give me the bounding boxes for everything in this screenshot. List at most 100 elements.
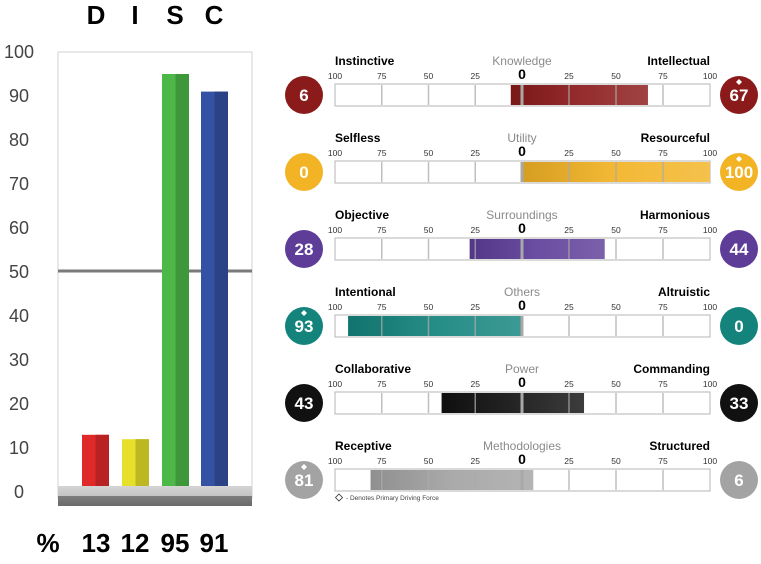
scale-tick-label: 100 xyxy=(328,456,342,466)
legend-note: - Denotes Primary Driving Force xyxy=(334,493,439,502)
y-tick-label: 40 xyxy=(9,306,29,326)
scale-tick-label: 75 xyxy=(377,456,387,466)
scale-tick-label: 50 xyxy=(611,456,621,466)
left-score-circle xyxy=(285,76,323,114)
bar-shade xyxy=(214,91,228,492)
right-pole-label: Altruistic xyxy=(658,285,710,299)
scale-tick-label: 75 xyxy=(377,148,387,158)
right-pole-label: Structured xyxy=(649,439,710,453)
bar-shade xyxy=(135,439,149,492)
scale-zero-label: 0 xyxy=(518,66,526,82)
scale-tick-label: 100 xyxy=(328,225,342,235)
left-score-value: 43 xyxy=(295,394,314,413)
right-pole-label: Commanding xyxy=(633,362,710,376)
scale-tick-label: 50 xyxy=(424,302,434,312)
scale-tick-label: 75 xyxy=(658,379,668,389)
y-tick-label: 30 xyxy=(9,350,29,370)
right-score-circle xyxy=(720,76,758,114)
category-label-d: D xyxy=(87,0,106,30)
scale-tick-label: 25 xyxy=(564,71,574,81)
primary-force-note: - Denotes Primary Driving Force xyxy=(346,495,439,502)
left-score-circle xyxy=(285,153,323,191)
scale-tick-label: 50 xyxy=(611,379,621,389)
force-bar xyxy=(469,239,605,259)
scale-tick-label: 100 xyxy=(703,302,717,312)
value-label-d: 13 xyxy=(82,528,111,558)
scale-tick-label: 75 xyxy=(377,302,387,312)
scale-tick-label: 50 xyxy=(611,302,621,312)
scale-tick-label: 50 xyxy=(611,71,621,81)
dimension-label: Power xyxy=(505,362,539,376)
left-score-value: 6 xyxy=(299,86,308,105)
left-pole-label: Instinctive xyxy=(335,54,395,68)
right-score-value: 33 xyxy=(730,394,749,413)
left-score-value: 28 xyxy=(295,240,314,259)
dimension-label: Others xyxy=(504,285,540,299)
scale-tick-label: 75 xyxy=(377,379,387,389)
primary-driving-force-icon xyxy=(736,156,742,162)
dimension-label: Utility xyxy=(507,131,536,145)
right-score-value: 100 xyxy=(725,163,753,182)
scale-tick-label: 75 xyxy=(377,225,387,235)
force-row-power: Collaborative Power Commanding 100 75 50 25 25 5… xyxy=(285,362,758,422)
scale-tick-label: 50 xyxy=(424,71,434,81)
diamond-icon xyxy=(334,493,344,502)
primary-driving-force-icon xyxy=(301,310,307,316)
left-pole-label: Collaborative xyxy=(335,362,411,376)
scale-tick-label: 75 xyxy=(377,71,387,81)
y-tick-label: 50 xyxy=(9,262,29,282)
category-label-s: S xyxy=(166,0,183,30)
right-score-circle xyxy=(720,307,758,345)
scale-zero-label: 0 xyxy=(518,220,526,236)
scale-tick-label: 75 xyxy=(658,456,668,466)
left-score-circle xyxy=(285,461,323,499)
scale-tick-label: 25 xyxy=(471,379,481,389)
scale-tick-label: 25 xyxy=(564,225,574,235)
y-tick-label: 60 xyxy=(9,218,29,238)
bar-s xyxy=(162,74,189,492)
disc-bars xyxy=(82,74,228,492)
primary-driving-force-icon xyxy=(736,79,742,85)
scale-tick-label: 75 xyxy=(658,148,668,158)
y-tick-label: 100 xyxy=(4,42,34,62)
force-bar xyxy=(348,316,522,336)
right-pole-label: Harmonious xyxy=(640,208,710,222)
bar-d xyxy=(82,434,109,492)
scale-tick-label: 25 xyxy=(471,456,481,466)
force-bar xyxy=(510,85,648,105)
left-score-circle xyxy=(285,384,323,422)
percent-label: % xyxy=(36,528,59,558)
dimension-label: Surroundings xyxy=(486,208,557,222)
left-score-value: 0 xyxy=(299,163,308,182)
primary-driving-force-icon xyxy=(301,464,307,470)
right-score-circle xyxy=(720,384,758,422)
scale-zero-label: 0 xyxy=(518,143,526,159)
value-label-c: 91 xyxy=(200,528,229,558)
scale-tick-label: 100 xyxy=(703,379,717,389)
left-pole-label: Objective xyxy=(335,208,389,222)
dimension-label: Knowledge xyxy=(492,54,552,68)
category-label-c: C xyxy=(205,0,224,30)
category-label-i: I xyxy=(131,0,138,30)
scale-tick-label: 25 xyxy=(471,71,481,81)
force-bar xyxy=(441,393,585,413)
scale-tick-label: 25 xyxy=(564,379,574,389)
scale-tick-label: 25 xyxy=(471,225,481,235)
scale-tick-label: 50 xyxy=(424,225,434,235)
scale-tick-label: 100 xyxy=(328,148,342,158)
right-pole-label: Resourceful xyxy=(641,131,710,145)
scale-tick-label: 100 xyxy=(328,71,342,81)
value-label-i: 12 xyxy=(121,528,150,558)
scale-tick-label: 75 xyxy=(658,302,668,312)
scale-tick-label: 50 xyxy=(424,379,434,389)
scale-tick-label: 100 xyxy=(328,379,342,389)
dimension-label: Methodologies xyxy=(483,439,561,453)
